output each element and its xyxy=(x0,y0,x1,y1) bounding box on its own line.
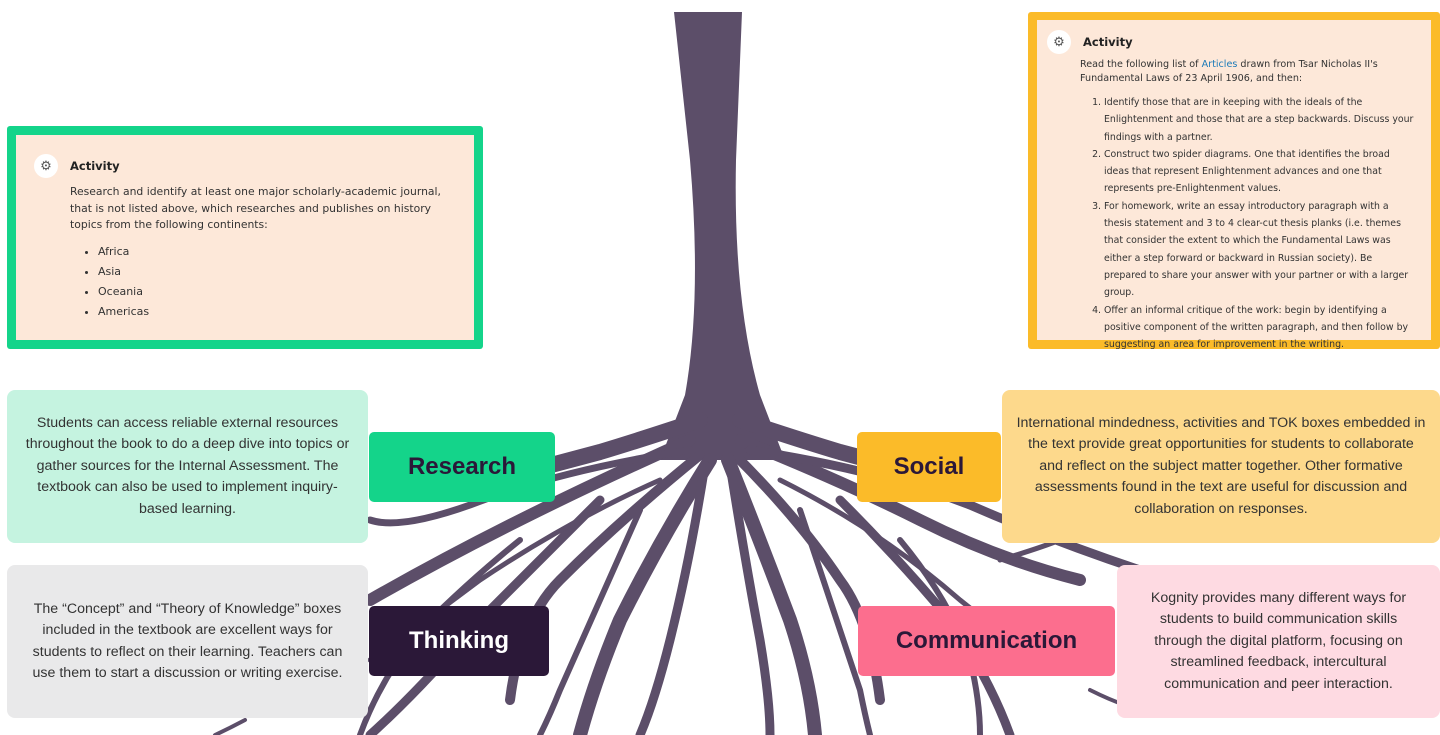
list-item: Identify those that are in keeping with … xyxy=(1104,94,1416,146)
list-item: Asia xyxy=(98,262,466,282)
research-label: Research xyxy=(369,432,555,502)
communication-description: Kognity provides many different ways for… xyxy=(1117,565,1440,718)
continent-list: Africa Asia Oceania Americas xyxy=(70,242,466,322)
activity-title: Activity xyxy=(1083,35,1133,49)
articles-link[interactable]: Articles xyxy=(1201,59,1238,70)
activity-card-right: ⚙ Activity Read the following list of Ar… xyxy=(1028,12,1440,350)
research-description: Students can access reliable external re… xyxy=(7,390,368,543)
thinking-label: Thinking xyxy=(369,606,549,676)
social-label: Social xyxy=(857,432,1001,502)
activity-title: Activity xyxy=(70,159,120,173)
list-item: Construct two spider diagrams. One that … xyxy=(1104,146,1416,198)
list-item: Offer an informal critique of the work: … xyxy=(1104,302,1416,354)
activity-card-left: ⚙ Activity Research and identify at leas… xyxy=(7,126,483,349)
list-item: Oceania xyxy=(98,282,466,302)
communication-label: Communication xyxy=(858,606,1115,676)
activity-intro: Read the following list of Articles draw… xyxy=(1080,59,1378,84)
thinking-description: The “Concept” and “Theory of Knowledge” … xyxy=(7,565,368,718)
activity-steps: Identify those that are in keeping with … xyxy=(1080,94,1416,353)
list-item: Africa xyxy=(98,242,466,262)
gears-icon: ⚙ xyxy=(1047,30,1071,54)
activity-intro: Research and identify at least one major… xyxy=(70,185,441,231)
list-item: Americas xyxy=(98,302,466,322)
social-description: International mindedness, activities and… xyxy=(1002,390,1440,543)
list-item: For homework, write an essay introductor… xyxy=(1104,198,1416,302)
gears-icon: ⚙ xyxy=(34,154,58,178)
